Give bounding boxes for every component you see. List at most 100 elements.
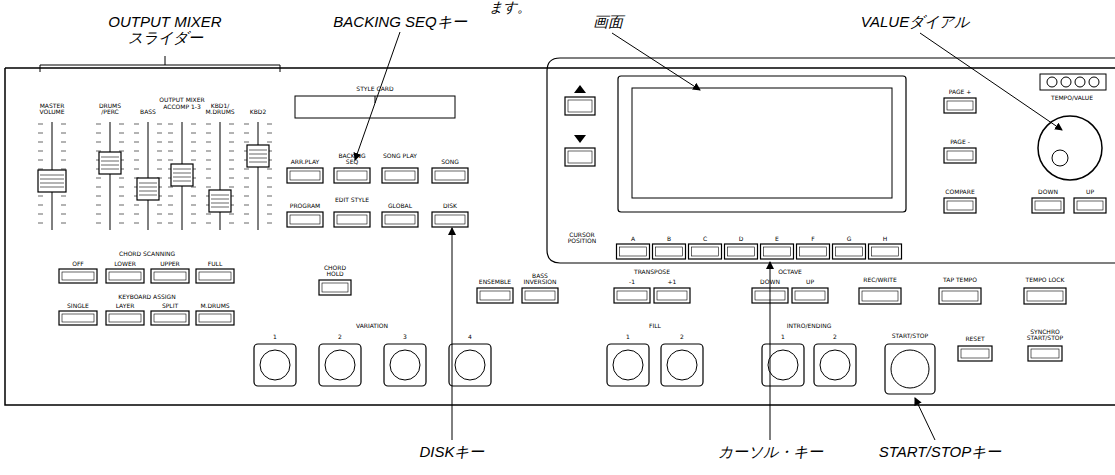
slider-cap [171,164,193,186]
slider-tick [267,223,272,224]
round-button [661,344,703,386]
key-button [432,212,468,227]
slider-tick [244,178,249,179]
panel-label: -1 [622,279,642,285]
slider-tick [119,196,124,197]
key-inner [836,247,863,256]
slider-tick [191,187,196,188]
slider-tick [134,169,139,170]
slider-tick [157,223,162,224]
key-inner [862,291,898,301]
slider-tick [96,196,101,197]
slider-tick [229,133,234,134]
key-button [859,288,901,304]
key-inner [942,291,978,301]
key-inner [1027,291,1063,301]
slider-tick [244,214,249,215]
slider-tick [38,133,43,134]
key-inner [947,101,973,110]
slider-tick [244,196,249,197]
round-button-face [390,350,420,380]
slider-tick [157,151,162,152]
slider-tick [119,223,124,224]
panel-label: UP [795,279,825,285]
leader-lines [40,32,1062,440]
round-button-face [260,350,290,380]
panel-label: SONG PLAY [380,153,420,159]
key-inner [568,151,592,163]
slider-tick [61,169,66,170]
key-button [653,244,686,259]
slider-tick [229,223,234,224]
panel-label: CHORD HOLD [319,265,351,278]
key-inner [337,171,367,180]
slider-tick [168,160,173,161]
key-button [614,288,650,303]
slider-tick [206,133,211,134]
slider-tick [168,151,173,152]
slider-cap [209,190,231,212]
slider-tick [96,205,101,206]
screen-bezel [618,76,906,212]
panel-label: 4 [463,334,477,340]
slider-tick [191,124,196,125]
slider-tick [206,178,211,179]
panel-label: INTRO/ENDING [774,323,844,329]
slider-tick [134,142,139,143]
key-button [725,244,758,259]
panel-label: TRANSPOSE [622,269,682,275]
slider-tick [206,169,211,170]
key-button [287,168,323,183]
slider-tick [157,133,162,134]
slider-cap [99,152,121,174]
slider-tick [229,151,234,152]
key-button [106,311,144,325]
slider-tick [134,160,139,161]
slider-tick [168,124,173,125]
slider-tick [119,178,124,179]
round-button [319,344,361,386]
slider-tick [267,142,272,143]
slider-track [258,122,259,230]
key-inner [947,201,973,210]
panel-label: EDIT STYLE [332,197,372,203]
key-button [869,244,902,259]
slider-tick [267,178,272,179]
panel-label: DOWN [755,279,785,285]
key-inner [199,272,231,280]
panel-label: 2 [333,334,347,340]
slider-tick [134,151,139,152]
panel-label: CHORD SCANNING [102,251,192,257]
slider-tick [206,142,211,143]
slider-tick [244,169,249,170]
key-button [797,244,830,259]
panel-label: 3 [398,334,412,340]
slider-tick [229,187,234,188]
key-button [432,168,468,183]
slider-tick [206,223,211,224]
callout-label: VALUEダイアル [850,14,980,30]
panel-label: KEYBOARD ASSIGN [102,294,192,300]
key-inner [290,215,320,224]
key-button [151,311,189,325]
panel-label: KBD2 [243,109,273,115]
panel-label: TEMPO LOCK [1017,277,1073,283]
slider-tick [134,205,139,206]
slider-tick [61,133,66,134]
panel-label: E [770,236,784,242]
slider-tick [119,142,124,143]
slider-tick [134,124,139,125]
slider-tick [96,133,101,134]
key-button [196,311,234,325]
key-button [106,269,144,283]
key-button [565,97,595,115]
key-inner [1035,201,1061,210]
slider-tick [229,169,234,170]
panel-label: LOWER [107,261,143,267]
slider-tick [206,151,211,152]
slider-tick [229,178,234,179]
round-button [762,344,804,386]
slider-tick [157,205,162,206]
key-inner [795,291,825,300]
panel-label: 2 [675,334,689,340]
